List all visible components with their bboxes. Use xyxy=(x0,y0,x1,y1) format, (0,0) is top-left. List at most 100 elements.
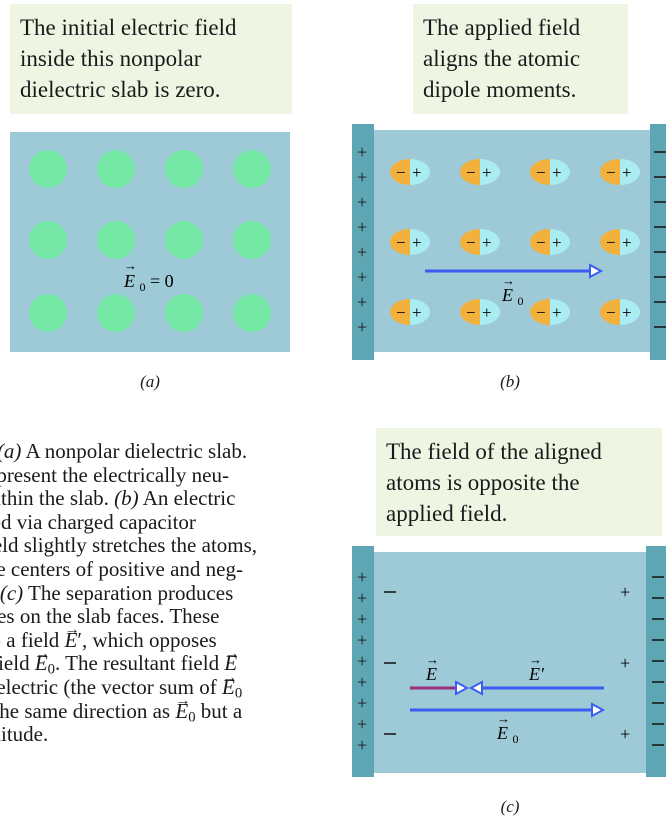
dipole-positive-half xyxy=(550,159,570,185)
atom xyxy=(29,294,67,332)
plate-charges-positive: + + + + + + + + + xyxy=(357,567,367,755)
atom xyxy=(165,150,203,188)
atom xyxy=(97,221,135,259)
atom xyxy=(233,221,271,259)
dipole-minus: − xyxy=(466,163,476,182)
caption-line: lied via charged capacitor xyxy=(0,509,196,534)
plus-sign: + xyxy=(357,192,367,212)
dipole-negative-half xyxy=(530,299,550,325)
atom xyxy=(233,150,271,188)
dipole-plus: + xyxy=(552,303,562,322)
dipole-negative-half xyxy=(390,159,410,185)
dipole-negative-half xyxy=(390,299,410,325)
callout-a-line-1: The initial electric field xyxy=(20,15,237,40)
plus-sign: + xyxy=(357,292,367,312)
caption-line: the centers of positive and neg- xyxy=(0,556,243,581)
field-subscript: 0 xyxy=(518,294,524,308)
caption-line-text: within the slab. xyxy=(0,486,109,511)
dipole-plus: + xyxy=(482,303,492,322)
dipole: −+ xyxy=(460,229,500,255)
callout-b: The applied field aligns the atomic dipo… xyxy=(413,4,628,114)
panel-a: → E 0 = 0 xyxy=(10,132,290,352)
caption-line-text: l field xyxy=(0,651,30,676)
plus-sign: + xyxy=(357,672,367,692)
field-symbol: E xyxy=(501,285,513,305)
plus-sign: + xyxy=(357,609,367,629)
induced-field-arrow xyxy=(468,680,604,696)
dipole-positive-half xyxy=(620,159,640,185)
callout-a-line-3: dielectric slab is zero. xyxy=(20,77,221,102)
field-arrow-glyph: → xyxy=(124,258,137,273)
plus-sign: + xyxy=(357,630,367,650)
caption-line-text: up a field xyxy=(0,627,60,652)
plate-charges-negative xyxy=(652,576,664,746)
dipole-minus: − xyxy=(396,163,406,182)
atom xyxy=(165,221,203,259)
dipole-negative-half xyxy=(530,159,550,185)
dipole-minus: − xyxy=(606,303,616,322)
plus-sign: + xyxy=(357,567,367,587)
dipole-plus: + xyxy=(412,303,422,322)
caption-b: (b) xyxy=(500,372,520,391)
label-c: (c) xyxy=(0,580,24,605)
zero-field-label: → E 0 = 0 xyxy=(123,254,174,295)
plus-sign: + xyxy=(357,217,367,237)
atom xyxy=(29,150,67,188)
plus-sign: + xyxy=(357,735,367,755)
net-field-head xyxy=(455,680,470,696)
caption-c: (c) xyxy=(500,797,520,816)
caption-line-text: , which opposes xyxy=(81,627,217,652)
induced-plus: + xyxy=(620,724,630,744)
field-subscript: 0 xyxy=(513,732,519,746)
negative-plate xyxy=(650,124,666,360)
atom xyxy=(233,294,271,332)
dipole: −+ xyxy=(600,299,640,325)
caption-line: dielectric (the vector sum of E0 xyxy=(0,667,350,702)
dipole-positive-half xyxy=(410,299,430,325)
caption-line: field slightly stretches the atoms, xyxy=(0,533,258,558)
dipole-plus: + xyxy=(622,163,632,182)
dipole-positive-half xyxy=(550,229,570,255)
field-value: = 0 xyxy=(150,271,174,291)
applied-field-label: → E 0 xyxy=(496,707,519,746)
applied-field-head xyxy=(591,702,606,718)
field-symbol: E′ xyxy=(528,664,545,684)
caption-line-text: s the same direction as xyxy=(0,698,171,723)
dipole-minus: − xyxy=(606,233,616,252)
plus-sign: + xyxy=(357,714,367,734)
dipole-positive-half xyxy=(620,229,640,255)
field-arrow-glyph: → xyxy=(497,711,510,726)
prime-mark: ′ xyxy=(77,627,82,652)
atom xyxy=(97,150,135,188)
applied-field-arrow xyxy=(425,263,604,279)
dipole-plus: + xyxy=(412,163,422,182)
dipole: −+ xyxy=(390,229,430,255)
dipole-positive-half xyxy=(480,159,500,185)
caption-line: within the slab. (b) An electric xyxy=(0,486,350,511)
induced-field-head xyxy=(468,680,483,696)
dipole-positive-half xyxy=(550,299,570,325)
dipole-negative-half xyxy=(460,299,480,325)
applied-field-head xyxy=(589,263,604,279)
dipole-positive-half xyxy=(480,229,500,255)
net-field-arrow xyxy=(410,680,470,696)
callout-a-line-2: inside this nonpolar xyxy=(20,46,202,71)
dipole-plus: + xyxy=(482,233,492,252)
caption-line: s the same direction as E0 but a xyxy=(0,690,350,724)
vector-e: E xyxy=(35,643,48,676)
dipole-minus: − xyxy=(606,163,616,182)
vector-e: E xyxy=(222,667,235,700)
caption-line-text: A nonpolar dielectric slab. xyxy=(21,439,248,463)
caption-line: rges on the slab faces. These xyxy=(0,604,220,629)
induced-plus: + xyxy=(620,582,630,602)
dipole-plus: + xyxy=(622,233,632,252)
caption-line: gnitude. xyxy=(0,722,49,747)
callout-b-line-3: dipole moments. xyxy=(423,77,577,102)
dipole-positive-half xyxy=(410,159,430,185)
callout-b-line-2: aligns the atomic xyxy=(423,46,581,71)
atom xyxy=(97,294,135,332)
dipole: −+ xyxy=(530,229,570,255)
figure-caption-text: 4 (a) A nonpolar dielectric slab. repres… xyxy=(0,439,350,747)
field-arrow-glyph: → xyxy=(529,652,542,667)
subscript: 0 xyxy=(234,685,243,702)
